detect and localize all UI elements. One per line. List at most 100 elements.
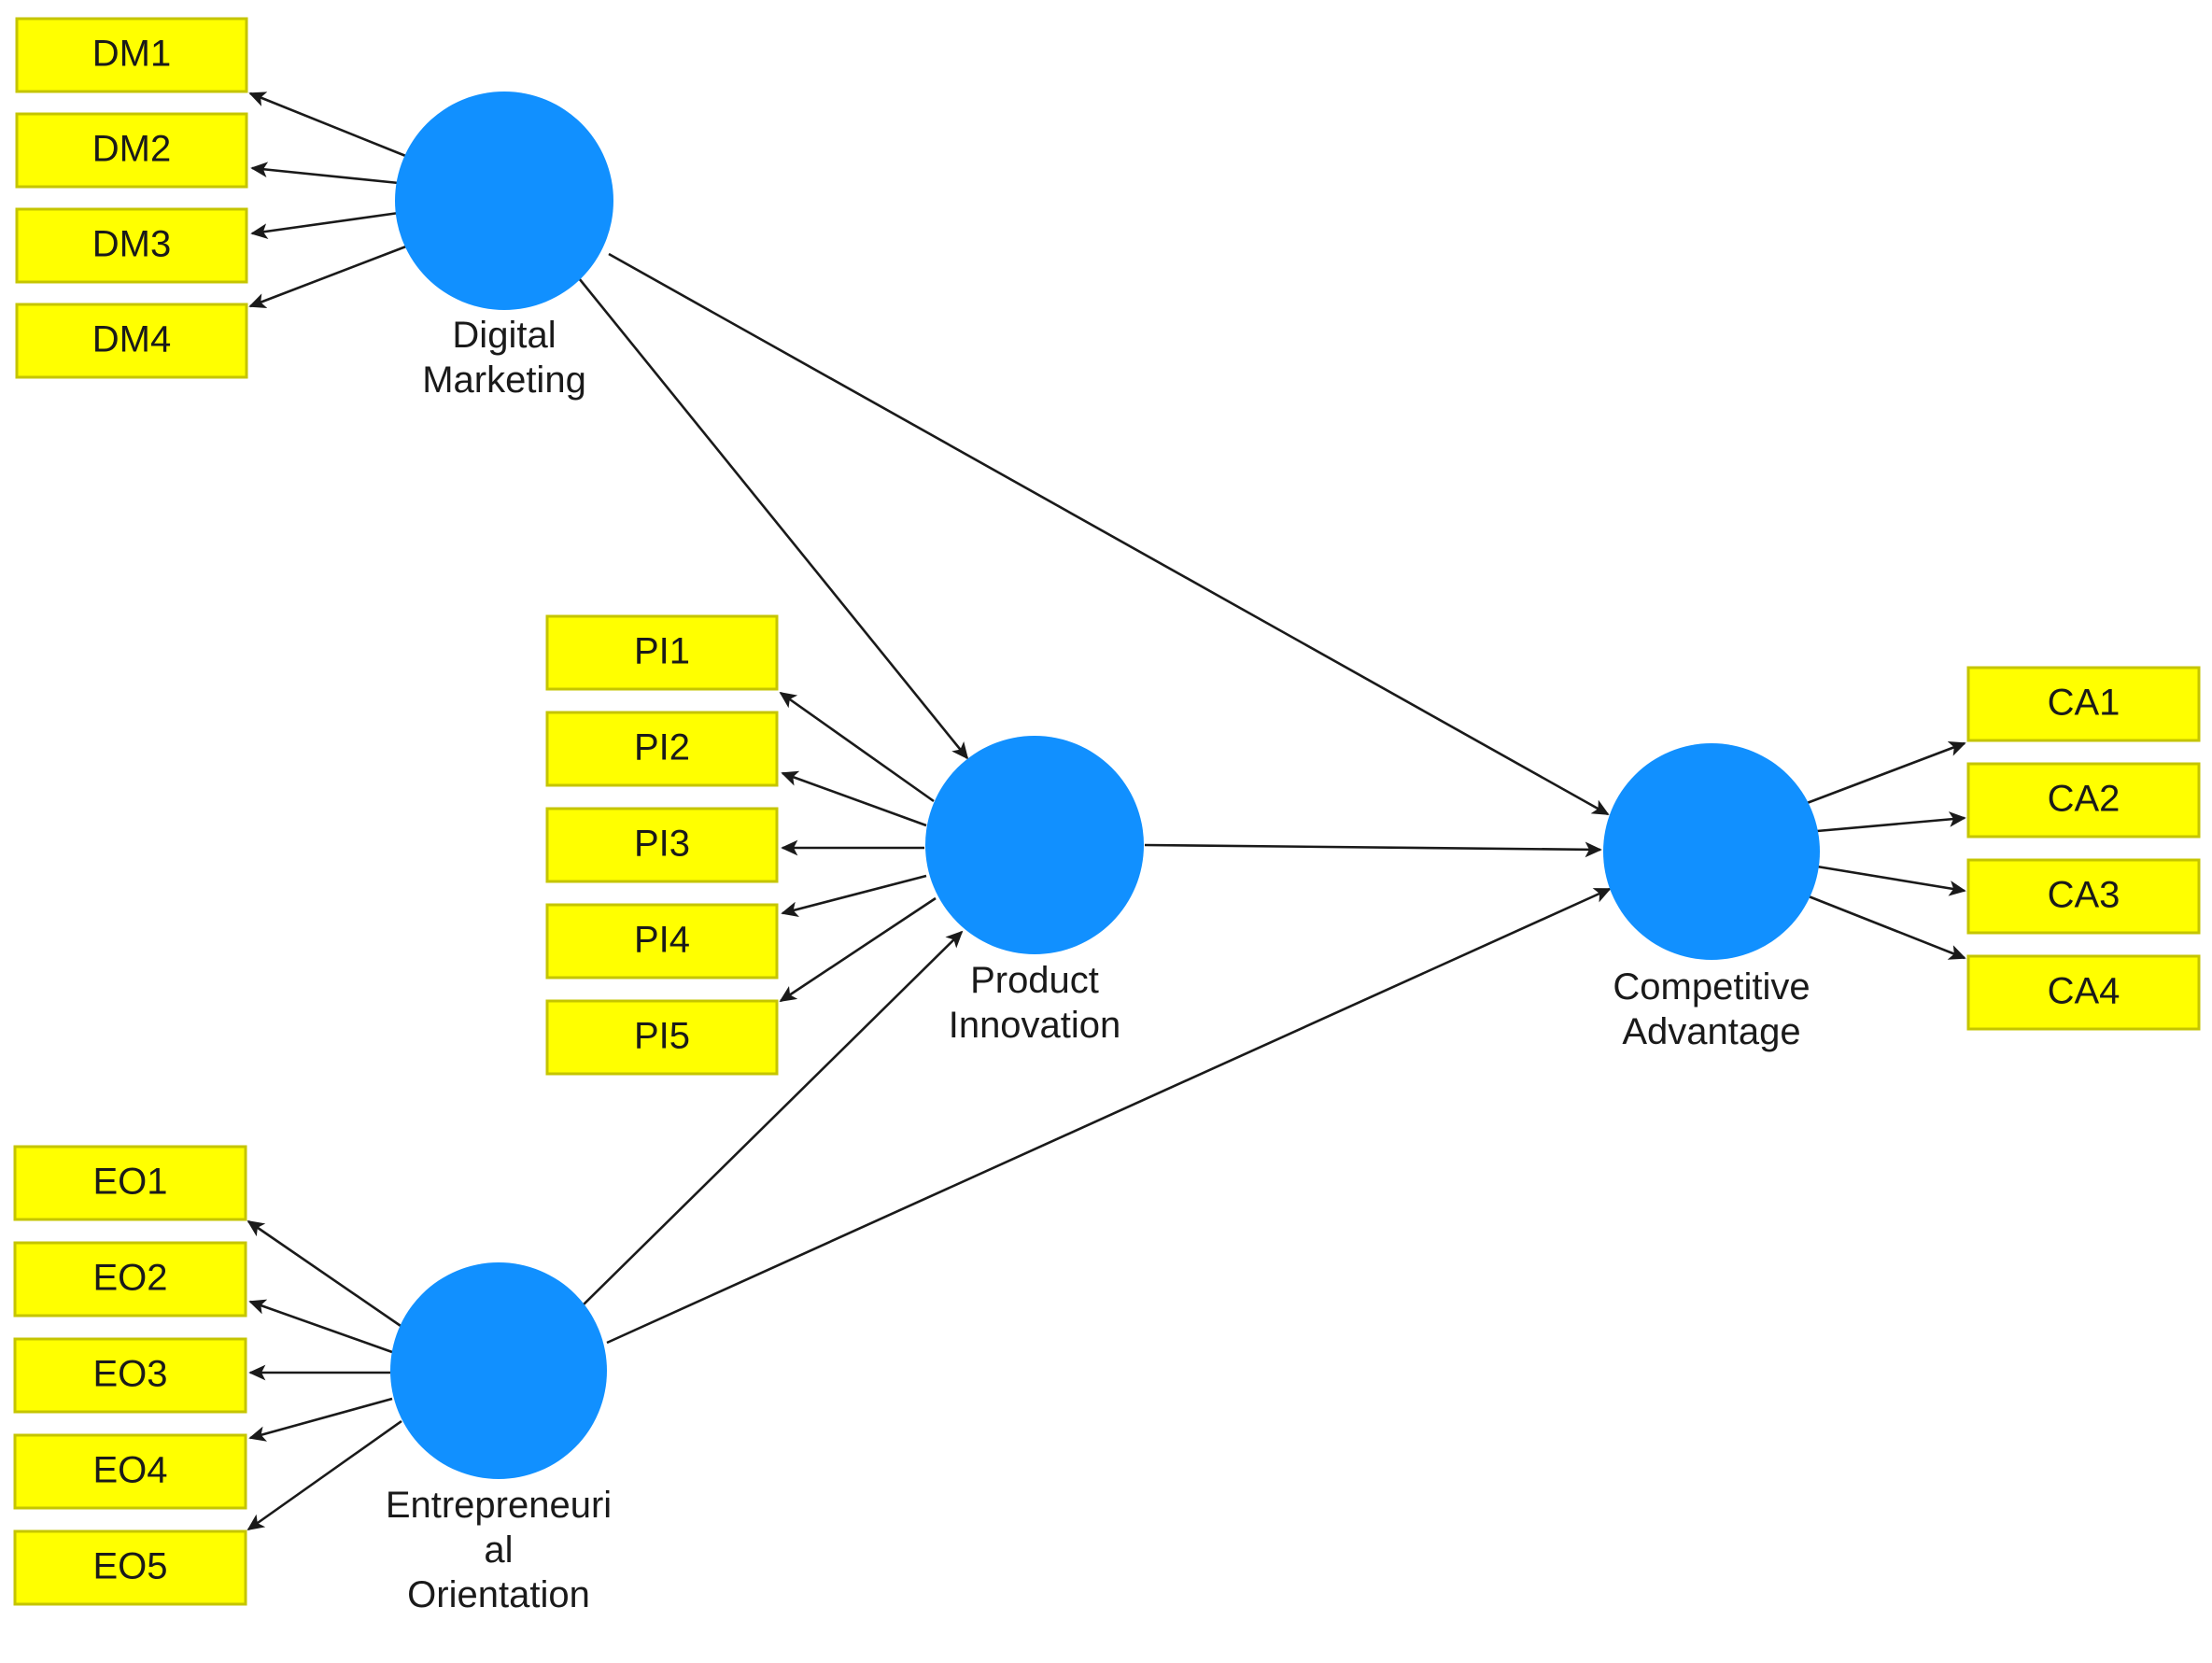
indicator-box-eo5[interactable] <box>13 1529 247 1606</box>
construct-circle-dm[interactable] <box>395 92 613 310</box>
indicator-pi5[interactable]: PI5 <box>545 999 779 1076</box>
indicator-label-dm3: DM3 <box>92 224 171 265</box>
indicator-box-pi3[interactable] <box>545 807 779 883</box>
indicator-eo1[interactable]: EO1 <box>13 1145 247 1221</box>
indicator-box-eo1[interactable] <box>13 1145 247 1221</box>
construct-label-line: Marketing <box>422 359 586 401</box>
indicator-dm1[interactable]: DM1 <box>15 17 248 93</box>
indicator-box-ca2[interactable] <box>1966 762 2201 839</box>
structural-path-pi-to-ca <box>1144 841 1602 858</box>
measurement-arrow-pi-to-pi1 <box>779 691 935 803</box>
indicator-ca1[interactable]: CA1 <box>1966 666 2201 742</box>
indicator-box-dm3[interactable] <box>15 207 248 284</box>
construct-label-line: Entrepreneuri <box>386 1485 612 1526</box>
indicator-eo4[interactable]: EO4 <box>13 1433 247 1510</box>
measurement-arrow-ca-to-ca3 <box>1816 865 1966 896</box>
measurement-arrow-dm-to-dm2 <box>250 162 400 185</box>
measurement-arrow-dm-to-dm1 <box>248 92 409 159</box>
indicator-ca2[interactable]: CA2 <box>1966 762 2201 839</box>
structural-path-dm-to-pi <box>577 277 969 760</box>
indicator-label-pi3: PI3 <box>634 824 690 865</box>
structural-path-eo-to-ca <box>606 887 1612 1345</box>
construct-circle-eo[interactable] <box>390 1262 607 1479</box>
measurement-arrow-pi-to-pi4 <box>781 874 927 917</box>
construct-label-line: Product <box>970 960 1099 1001</box>
indicator-label-pi1: PI1 <box>634 631 690 672</box>
measurement-arrow-ca-to-ca4 <box>1803 893 1966 960</box>
construct-label-line: Competitive <box>1613 966 1810 1008</box>
measurement-arrow-eo-to-eo4 <box>248 1397 393 1442</box>
indicator-label-eo4: EO4 <box>92 1450 167 1491</box>
structural-path-eo-to-pi <box>580 930 964 1308</box>
indicator-label-eo3: EO3 <box>92 1354 167 1395</box>
construct-circle-ca[interactable] <box>1603 743 1820 960</box>
indicator-box-pi4[interactable] <box>545 903 779 979</box>
indicator-dm2[interactable]: DM2 <box>15 112 248 189</box>
indicator-label-pi5: PI5 <box>634 1016 690 1057</box>
indicator-eo3[interactable]: EO3 <box>13 1337 247 1414</box>
indicator-ca4[interactable]: CA4 <box>1966 954 2201 1031</box>
indicator-label-ca4: CA4 <box>2048 971 2120 1012</box>
indicator-dm3[interactable]: DM3 <box>15 207 248 284</box>
indicator-box-pi2[interactable] <box>545 711 779 787</box>
measurement-arrow-ca-to-ca1 <box>1801 740 1966 807</box>
indicator-pi2[interactable]: PI2 <box>545 711 779 787</box>
indicator-box-eo4[interactable] <box>13 1433 247 1510</box>
indicator-box-ca3[interactable] <box>1966 858 2201 935</box>
indicator-label-dm1: DM1 <box>92 34 171 75</box>
structural-edges <box>577 252 1612 1345</box>
indicator-label-eo5: EO5 <box>92 1546 167 1587</box>
measurement-arrow-dm-to-dm3 <box>250 211 400 240</box>
construct-label-line: al <box>484 1529 513 1571</box>
construct-label-line: Advantage <box>1622 1011 1800 1052</box>
indicator-label-pi4: PI4 <box>634 920 690 961</box>
indicator-box-dm2[interactable] <box>15 112 248 189</box>
construct-circle-pi[interactable] <box>925 736 1144 954</box>
indicator-box-pi1[interactable] <box>545 614 779 691</box>
measurement-edges <box>247 92 1966 1531</box>
indicator-ca3[interactable]: CA3 <box>1966 858 2201 935</box>
indicator-pi4[interactable]: PI4 <box>545 903 779 979</box>
measurement-arrow-dm-to-dm4 <box>248 243 412 308</box>
measurement-arrow-eo-to-eo1 <box>247 1219 404 1330</box>
indicator-label-dm2: DM2 <box>92 129 171 170</box>
indicator-pi3[interactable]: PI3 <box>545 807 779 883</box>
indicator-label-eo2: EO2 <box>92 1258 167 1299</box>
indicator-box-eo3[interactable] <box>13 1337 247 1414</box>
indicator-box-dm1[interactable] <box>15 17 248 93</box>
indicator-eo5[interactable]: EO5 <box>13 1529 247 1606</box>
indicator-box-pi5[interactable] <box>545 999 779 1076</box>
indicator-label-ca2: CA2 <box>2048 779 2120 820</box>
indicator-label-ca3: CA3 <box>2048 875 2120 916</box>
indicator-box-ca1[interactable] <box>1966 666 2201 742</box>
indicator-box-eo2[interactable] <box>13 1241 247 1318</box>
construct-label-line: Digital <box>452 315 556 356</box>
measurement-arrow-pi-to-pi5 <box>779 896 937 1003</box>
indicator-pi1[interactable]: PI1 <box>545 614 779 691</box>
construct-label-line: Orientation <box>407 1574 590 1615</box>
measurement-arrow-eo-to-eo5 <box>247 1419 402 1531</box>
indicator-label-dm4: DM4 <box>92 319 171 360</box>
measurement-arrow-pi-to-pi2 <box>781 770 927 827</box>
indicator-label-eo1: EO1 <box>92 1162 167 1203</box>
indicator-box-dm4[interactable] <box>15 303 248 379</box>
structural-path-dm-to-ca <box>608 252 1610 816</box>
indicator-dm4[interactable]: DM4 <box>15 303 248 379</box>
measurement-arrow-eo-to-eo2 <box>248 1299 393 1354</box>
indicator-label-ca1: CA1 <box>2048 683 2120 724</box>
construct-label-line: Innovation <box>949 1005 1121 1046</box>
indicator-box-ca4[interactable] <box>1966 954 2201 1031</box>
indicator-eo2[interactable]: EO2 <box>13 1241 247 1318</box>
